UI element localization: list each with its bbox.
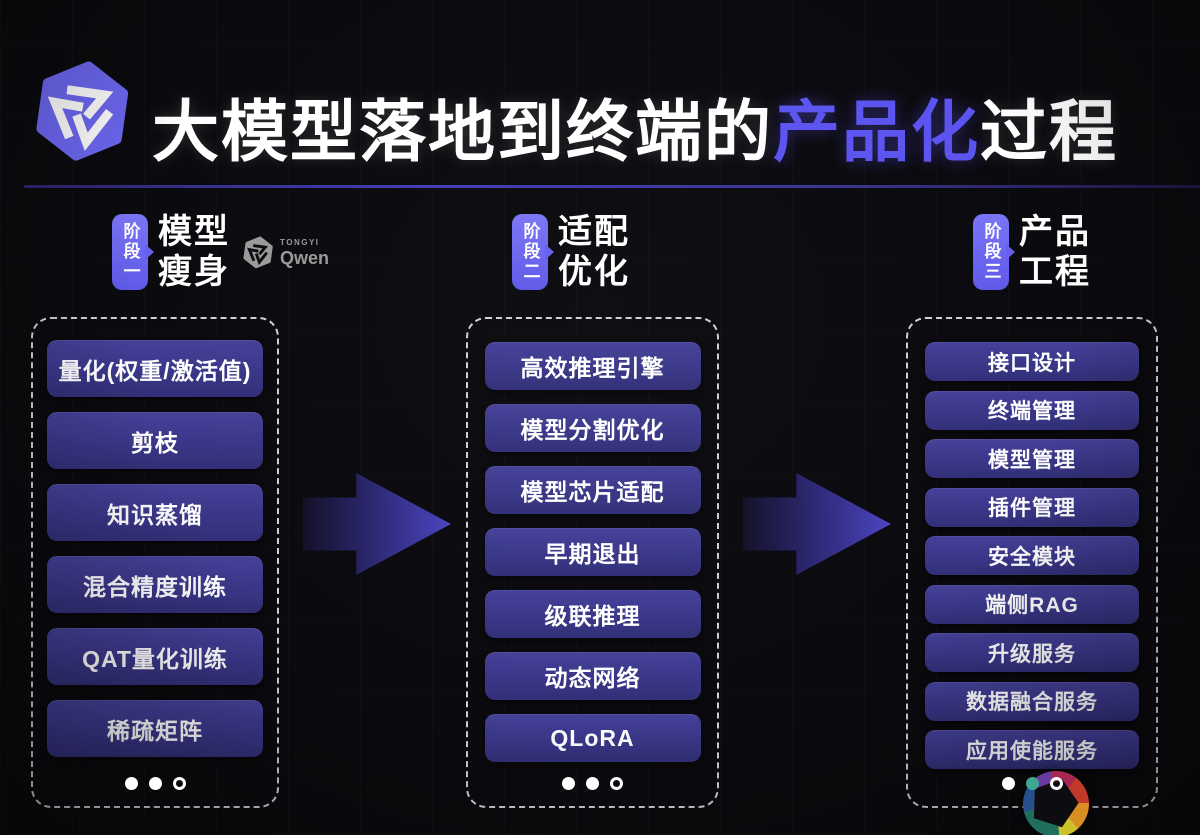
pagination-dot [586,777,599,790]
stage-1-name-line1: 模型 [158,213,230,251]
partner-logo-name: Qwen [280,248,330,268]
stage-1-name-line2: 瘦身 [158,253,230,291]
partner-logo-text: TONGYI Qwen [280,238,330,268]
stage-3-item-pill: 安全模块 [925,536,1139,575]
stage-3-name-line1: 产品 [1019,213,1091,251]
pagination-dot [1001,777,1015,790]
stage-2-item-pill: 模型分割优化 [484,404,701,452]
stage-2-item-pill: 模型芯片适配 [484,466,701,514]
stage-2-column: 高效推理引擎模型分割优化模型芯片适配早期退出级联推理动态网络 QLoRA [466,317,719,808]
stage-3-item-pill: 插件管理 [925,487,1139,527]
stage-2-item-pill: 早期退出 [484,528,701,576]
pagination-dot [610,777,623,790]
stage-2-badge: 阶段二 [512,214,554,290]
stage-2-item-pill: QLoRA [484,714,701,762]
page-title: 大模型落地到终端的产品化过程 [152,78,1118,175]
stage-3-column: 接口设计终端管理模型管理插件管理安全模块端侧RAG 升级服务数据融合服务应用使能服… [906,317,1158,808]
stage-1-column: 量化(权重/激活值) 剪枝知识蒸馏混合精度训练 QAT量化训练稀疏矩阵 [31,317,279,808]
stage-3-item-pill: 终端管理 [925,390,1139,430]
stage-1-header: 阶段一 模型 瘦身 [112,212,230,292]
stage-2-header: 阶段二 适配 优化 [512,212,630,292]
stage-2-item-pill: 级联推理 [484,590,701,638]
tongyi-qwen-logo-icon [32,60,132,166]
pagination-dot [1049,777,1063,790]
stage-1-pagination-dots [124,777,186,790]
stage-1-item-pill: 知识蒸馏 [47,484,263,541]
stage-1-item-pill: 量化(权重/激活值) [47,340,263,397]
pagination-dot [172,777,186,790]
pagination-dot [1025,777,1039,790]
arrow-stage1-to-stage2-icon [303,473,451,575]
stage-2-item-pill: 高效推理引擎 [484,342,701,390]
qwen-knot-icon [243,236,273,269]
pagination-dot [562,777,575,790]
stage-1-item-pill: QAT量化训练 [47,628,263,685]
title-divider [24,185,1200,188]
stage-3-badge: 阶段三 [973,214,1015,290]
pagination-dot [148,777,162,790]
stage-2-item-list: 高效推理引擎模型分割优化模型芯片适配早期退出级联推理动态网络 QLoRA [484,342,701,762]
stage-3-name: 产品 工程 [1019,212,1091,292]
title-highlight: 产品化 [773,95,980,170]
title-prefix: 大模型落地到终端的 [152,95,773,170]
stage-2-name: 适配 优化 [558,212,630,292]
stage-1-badge: 阶段一 [112,214,154,290]
stage-3-item-pill: 接口设计 [925,342,1139,381]
stage-3-pagination-dots [1001,777,1063,790]
stage-3-item-pill: 升级服务 [925,633,1139,672]
pagination-dot [124,777,138,790]
partner-logo-top-text: TONGYI [280,238,320,247]
stage-3-name-line2: 工程 [1019,253,1091,291]
stage-1-item-pill: 混合精度训练 [47,556,263,613]
stage-2-name-line2: 优化 [558,253,630,291]
tongyi-qwen-partner-logo: TONGYI Qwen [242,236,329,270]
stage-3-item-list: 接口设计终端管理模型管理插件管理安全模块端侧RAG 升级服务数据融合服务应用使能服… [925,342,1139,769]
stage-2-name-line1: 适配 [558,213,630,251]
stage-1-name: 模型 瘦身 [158,212,230,292]
stage-1-item-pill: 稀疏矩阵 [47,700,263,757]
arrow-stage2-to-stage3-icon [743,473,891,575]
stage-2-pagination-dots [562,777,623,790]
stage-2-item-pill: 动态网络 [484,652,701,700]
title-suffix: 过程 [980,95,1118,170]
stage-3-item-pill: 模型管理 [925,439,1139,478]
stage-3-item-pill: 端侧RAG [925,584,1139,624]
stage-3-item-pill: 数据融合服务 [925,681,1139,721]
stage-3-item-pill: 应用使能服务 [925,730,1139,769]
stage-3-header: 阶段三 产品 工程 [973,212,1091,292]
stage-1-item-list: 量化(权重/激活值) 剪枝知识蒸馏混合精度训练 QAT量化训练稀疏矩阵 [47,340,263,757]
stage-1-item-pill: 剪枝 [47,412,263,469]
